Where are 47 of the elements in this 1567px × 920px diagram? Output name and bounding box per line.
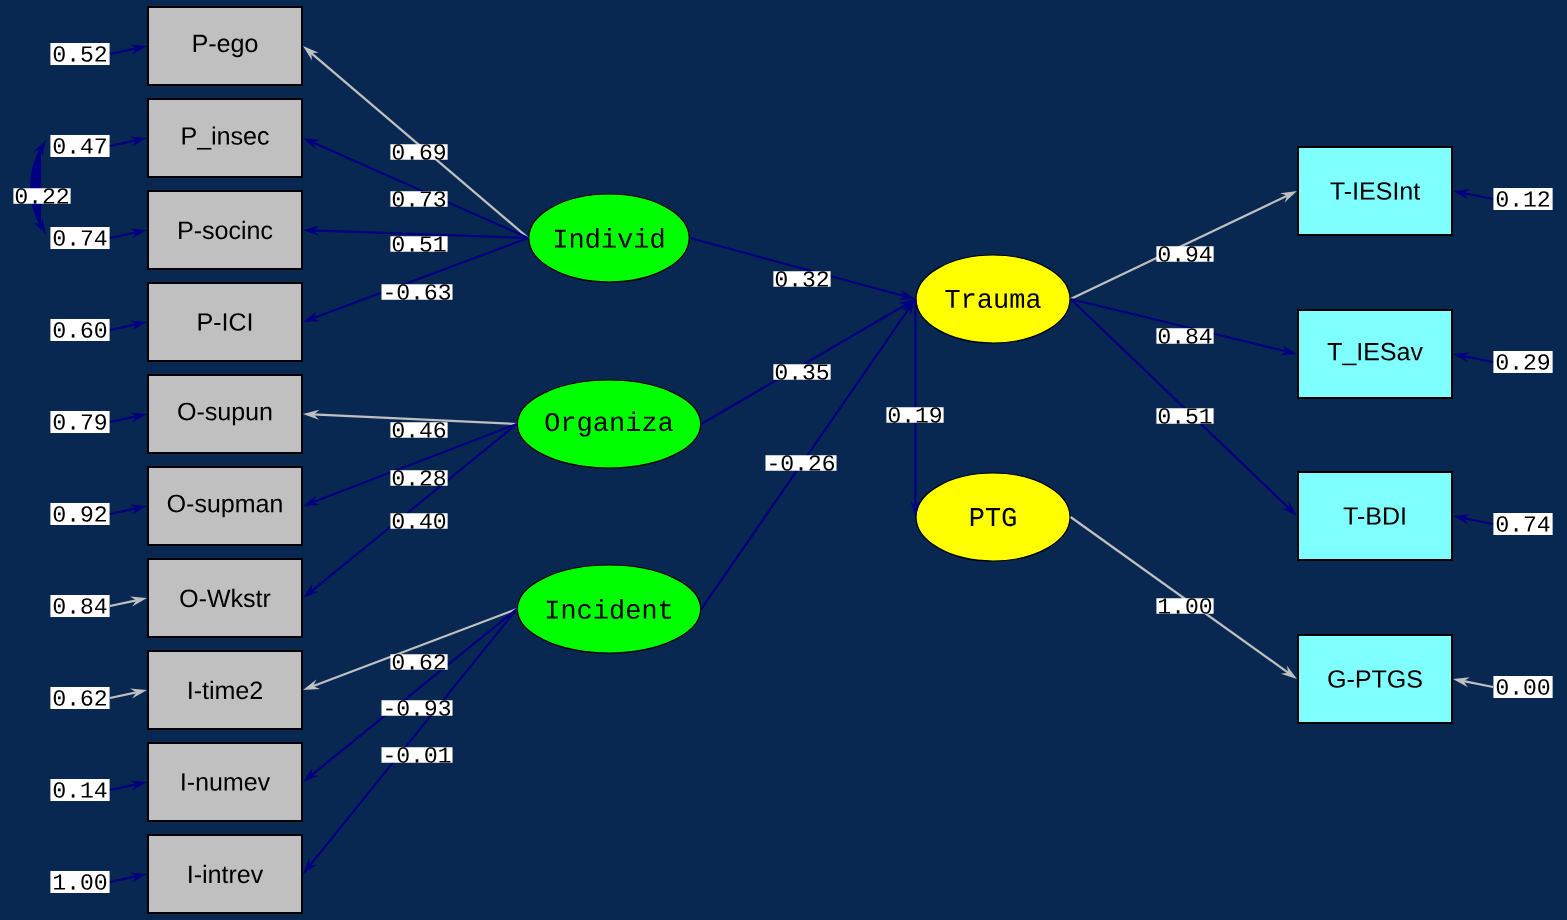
error-variance-label: 0.79 — [50, 411, 110, 433]
error-variance-label: 0.52 — [50, 43, 110, 65]
error-variance-label: 0.12 — [1493, 188, 1553, 210]
coefficient-label: -0.93 — [381, 700, 453, 716]
coefficient-label: 0.28 — [390, 470, 448, 486]
coefficient-label: -0.26 — [765, 455, 837, 471]
error-variance-label: 0.29 — [1493, 351, 1553, 373]
coefficient-label: 0.69 — [390, 144, 448, 160]
error-variance-label: 0.84 — [50, 595, 110, 617]
observed-variable-box: P-ego — [147, 6, 303, 86]
error-variance-label: 0.47 — [50, 135, 110, 157]
coefficient-label: 0.22 — [13, 188, 71, 204]
observed-variable-box: O-supman — [147, 466, 303, 546]
observed-variable-box: I-intrev — [147, 834, 303, 914]
coefficient-label: 0.32 — [773, 271, 831, 287]
error-variance-label: 0.74 — [50, 227, 110, 249]
observed-variable-box: P_insec — [147, 98, 303, 178]
coefficient-label: -0.01 — [381, 747, 453, 763]
coefficient-label: 0.84 — [1156, 328, 1214, 344]
observed-variable-box: T-IESInt — [1297, 146, 1453, 236]
observed-variable-box: P-socinc — [147, 190, 303, 270]
coefficient-label: 0.46 — [390, 422, 448, 438]
coefficient-label: 1.00 — [1156, 598, 1214, 614]
error-variance-label: 0.00 — [1493, 676, 1553, 698]
coefficient-label: 0.51 — [390, 236, 448, 252]
observed-variable-box: O-Wkstr — [147, 558, 303, 638]
error-variance-label: 0.74 — [1493, 513, 1553, 535]
coefficient-label: 0.51 — [1156, 408, 1214, 424]
observed-variable-box: G-PTGS — [1297, 634, 1453, 724]
error-variance-label: 0.92 — [50, 503, 110, 525]
coefficient-label: 0.19 — [886, 407, 944, 423]
error-variance-label: 0.62 — [50, 687, 110, 709]
coefficient-label: 0.73 — [390, 191, 448, 207]
coefficient-label: 0.40 — [390, 513, 448, 529]
observed-variable-box: O-supun — [147, 374, 303, 454]
coefficient-label: 0.35 — [773, 364, 831, 380]
observed-variable-box: T-BDI — [1297, 471, 1453, 561]
observed-variable-box: I-numev — [147, 742, 303, 822]
coefficient-label: 0.94 — [1156, 246, 1214, 262]
coefficient-label: 0.62 — [390, 654, 448, 670]
error-variance-label: 0.14 — [50, 779, 110, 801]
error-variance-label: 1.00 — [50, 871, 110, 893]
observed-variable-box: P-ICI — [147, 282, 303, 362]
observed-variable-box: I-time2 — [147, 650, 303, 730]
coefficient-label: -0.63 — [381, 284, 453, 300]
observed-variable-box: T_IESav — [1297, 309, 1453, 399]
error-variance-label: 0.60 — [50, 319, 110, 341]
